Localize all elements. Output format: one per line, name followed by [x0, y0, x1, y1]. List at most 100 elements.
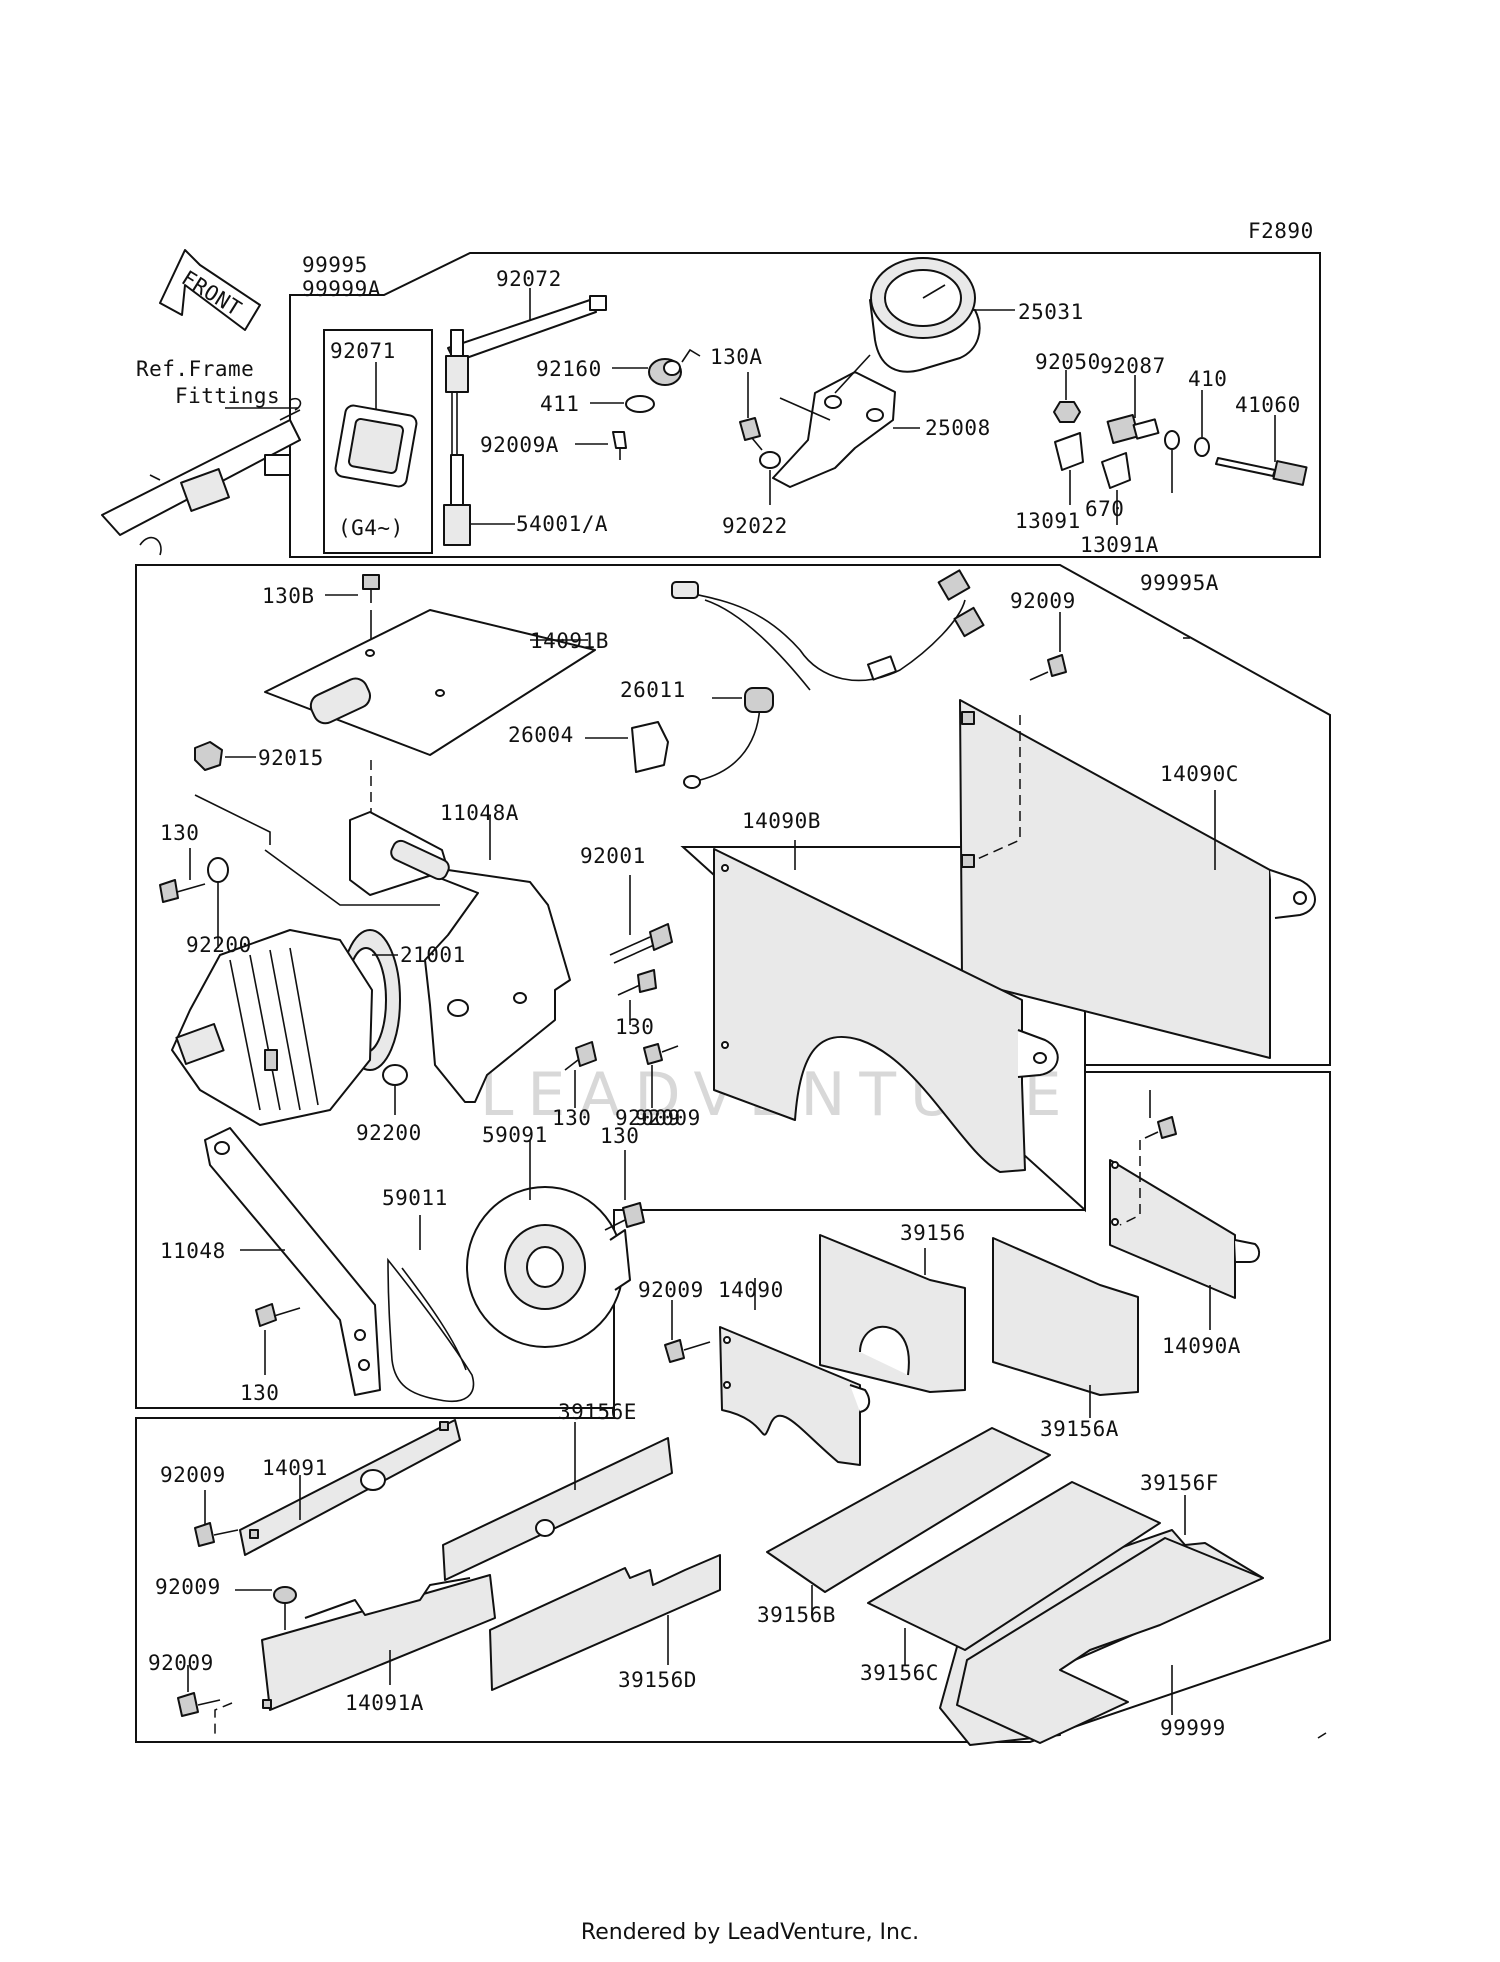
pad-39156A [992, 1237, 1139, 1396]
washer-92200-top [207, 857, 229, 883]
part-label: 39156C [860, 1661, 939, 1685]
fitting-92087 [1106, 414, 1160, 444]
tachometer-25031 [869, 257, 981, 373]
part-label: 13091 [1015, 509, 1081, 533]
front-arrow-icon: FRONT [159, 249, 261, 331]
bolt-130-left [159, 879, 206, 903]
part-label: 130A [710, 345, 763, 369]
alternator-21001 [171, 929, 401, 1126]
part-label: (G4~) [338, 516, 404, 540]
bolt-130B [362, 574, 380, 640]
part-label: 130B [262, 584, 315, 608]
part-label: 14091A [345, 1691, 424, 1715]
bolt-130-center-a [617, 969, 657, 996]
part-label: 92009 [635, 1106, 701, 1130]
part-label: 13091A [1080, 533, 1159, 557]
part-label: 130 [552, 1106, 591, 1130]
part-label: 92072 [496, 267, 562, 291]
part-label: 39156D [618, 1668, 697, 1692]
part-label: 26004 [508, 723, 574, 747]
cover-14090A [1109, 1159, 1261, 1299]
wire-harness [671, 569, 985, 789]
stay-11048 [204, 1127, 381, 1396]
pulley-59091 [466, 1186, 631, 1348]
part-label: 411 [540, 392, 579, 416]
gauge-kit-box [289, 252, 1321, 558]
part-label: 39156B [757, 1603, 836, 1627]
part-label: 54001/A [516, 512, 608, 536]
shield-14091A [261, 1574, 496, 1711]
part-label: 11048 [160, 1239, 226, 1263]
nut-92050 [1053, 401, 1081, 423]
pad-39156C [867, 1481, 1161, 1651]
part-label: 92009A [480, 433, 559, 457]
part-label: 25031 [1018, 300, 1084, 324]
ref-fittings-label: Fittings [175, 384, 280, 408]
part-label: 92009 [160, 1463, 226, 1487]
bolt-130-center-b [564, 1041, 597, 1071]
part-label: 26011 [620, 678, 686, 702]
part-label: 130 [160, 821, 199, 845]
insulation-kit-box [135, 1071, 1331, 1743]
pad-39156B [766, 1427, 1051, 1593]
part-label: 92009 [638, 1278, 704, 1302]
part-label: 14090 [718, 1278, 784, 1302]
part-label: 25008 [925, 416, 991, 440]
screw-92009-right [1119, 1116, 1177, 1226]
part-label: 99999A [302, 277, 381, 301]
shield-14091 [239, 1419, 461, 1556]
ref-frame-label: Ref.Frame [136, 357, 254, 381]
pad-39156 [819, 1234, 966, 1393]
coupler-26004 [631, 721, 669, 773]
grommet-92071 [334, 404, 418, 488]
part-label: 14090C [1160, 762, 1239, 786]
part-label: 41060 [1235, 393, 1301, 417]
part-label: 99999 [1160, 1716, 1226, 1740]
nut-92015 [194, 741, 223, 771]
part-label: 130 [240, 1381, 279, 1405]
part-label: 21001 [400, 943, 466, 967]
screw-92009-left-b [273, 1586, 297, 1630]
part-label: 130 [615, 1015, 654, 1039]
part-label: 130 [600, 1124, 639, 1148]
g4-grommet-box [323, 329, 433, 554]
o-ring-670 [1164, 430, 1180, 450]
screw-92009-left-a [194, 1522, 239, 1547]
part-label: 99995 [302, 253, 368, 277]
part-label: 11048A [440, 801, 519, 825]
clip-13091 [1054, 432, 1084, 471]
washer-411 [625, 395, 655, 413]
screw-92009-insul [664, 1339, 711, 1363]
pad-99999 [956, 1537, 1264, 1744]
clip-13091A [1101, 452, 1131, 489]
pad-39156D [489, 1554, 721, 1691]
part-label: 14090A [1162, 1334, 1241, 1358]
washer-92200-bottom [382, 1064, 408, 1086]
bracket-11048A [349, 811, 571, 1103]
meter-cable-54001 [443, 329, 471, 546]
part-label: 670 [1085, 497, 1124, 521]
screw-92009-top [1029, 654, 1067, 681]
bolt-130-pulley [604, 1202, 645, 1231]
screw-92009-center [643, 1043, 679, 1065]
coupler-26011 [744, 687, 774, 713]
part-label: 14091B [530, 629, 609, 653]
part-label: 39156E [558, 1400, 637, 1424]
part-label: 39156 [900, 1221, 966, 1245]
cover-14090B [713, 848, 1059, 1173]
part-label: 59011 [382, 1186, 448, 1210]
pad-39156E [442, 1437, 673, 1581]
bolt-92001 [609, 923, 673, 964]
part-label: 92009 [615, 1106, 681, 1130]
part-label: 92001 [580, 844, 646, 868]
part-label: 14091 [262, 1456, 328, 1480]
part-label: 92200 [186, 933, 252, 957]
washer-410 [1194, 437, 1210, 457]
part-label: 92160 [536, 357, 602, 381]
part-label: 92015 [258, 746, 324, 770]
bracket-25008 [772, 371, 896, 488]
washer-92022 [759, 451, 781, 469]
gear-41060 [1215, 457, 1308, 486]
